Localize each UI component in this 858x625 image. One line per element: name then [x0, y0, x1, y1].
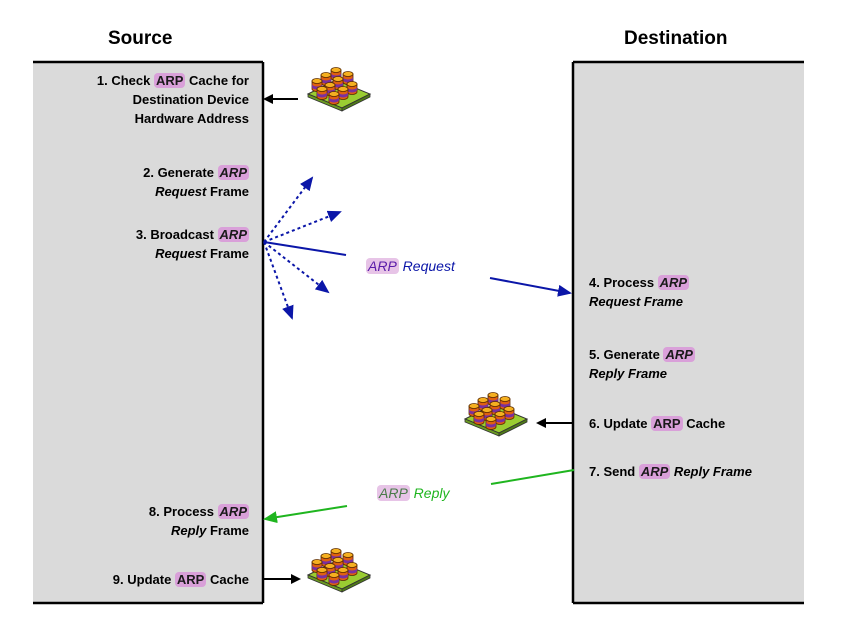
step-6: 6. Update ARP Cache — [589, 416, 726, 431]
step-5: 5. Generate ARP Reply Frame — [589, 347, 695, 381]
step-9: 9. Update ARP Cache — [112, 572, 249, 587]
destination-header: Destination — [624, 28, 728, 49]
arp-cache-icon — [308, 549, 370, 593]
request-label: ARP Request — [366, 258, 455, 274]
request-arrow — [263, 241, 572, 297]
destination-panel-border — [571, 60, 804, 605]
broadcast-arrows — [263, 176, 342, 320]
step-3: 3. Broadcast ARP Request Frame — [135, 227, 249, 261]
source-header: Source — [108, 28, 173, 49]
step-2: 2. Generate ARP Request Frame — [143, 165, 249, 199]
reply-label: ARP Reply — [377, 485, 450, 501]
step-7: 7. Send ARP Reply Frame — [589, 464, 752, 479]
reply-arrow — [263, 469, 575, 524]
destination-panel — [573, 62, 804, 603]
arp-cache-icon — [308, 68, 370, 112]
arp-cache-icon — [465, 393, 527, 437]
step-1: 1. Check ARP Cache for Destination Devic… — [96, 73, 249, 126]
source-panel-border — [33, 60, 265, 605]
step-8: 8. Process ARP Reply Frame — [148, 504, 249, 538]
step-4: 4. Process ARP Request Frame — [589, 275, 690, 309]
